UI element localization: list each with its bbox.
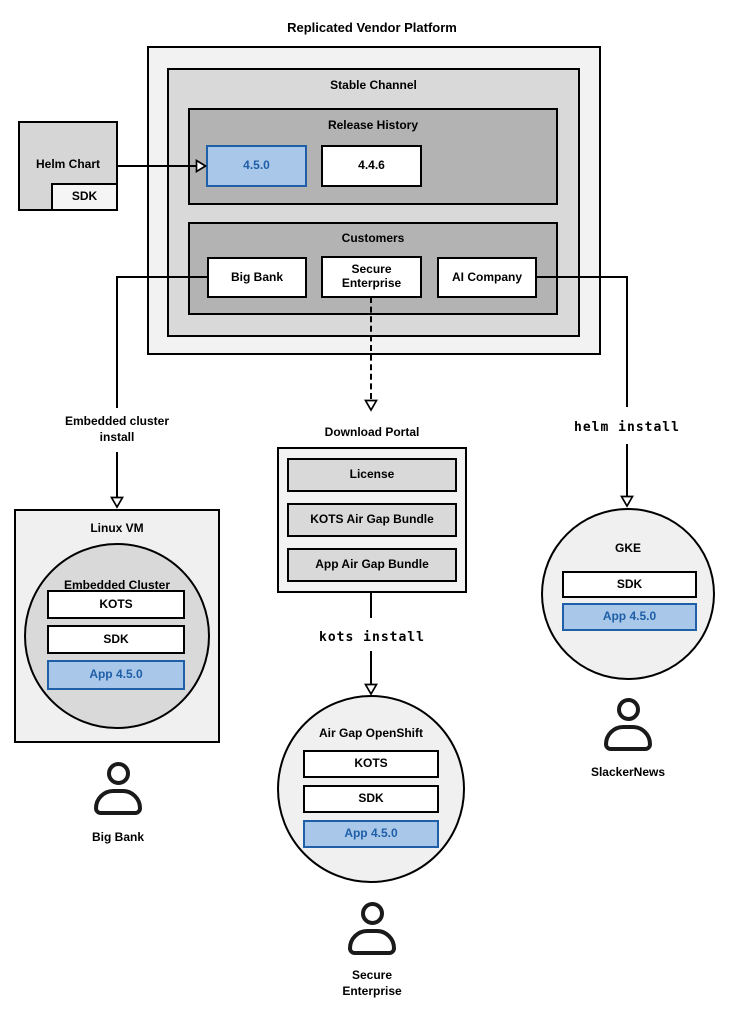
user-head-icon [360,902,384,925]
right-flow-hline [537,276,628,278]
embedded-cluster-kots-box: KOTS [47,590,185,619]
release-446-box: 4.4.6 [321,145,422,187]
customer-big-bank-box: Big Bank [207,257,307,298]
user-head-icon [106,762,130,785]
kots-install-command: kots install [302,629,442,647]
linux-vm-label: Linux VM [90,521,144,535]
embedded-cluster-sdk-box: SDK [47,625,185,654]
download-portal-label: Download Portal [324,425,420,439]
big-bank-user-label: Big Bank [91,830,144,844]
arrowhead-down-icon [110,496,124,509]
customers-label: Customers [341,231,405,245]
user-head-icon [616,698,640,721]
user-icon [94,762,142,815]
user-body-icon [94,789,142,815]
embedded-cluster-app-box: App 4.5.0 [47,660,185,690]
helm-chart-edge [118,165,197,167]
openshift-sdk-box: SDK [303,785,439,813]
right-flow-vline-bottom [626,444,628,497]
diagram-title: Replicated Vendor Platform [287,20,457,35]
gke-app-box: App 4.5.0 [562,603,697,631]
customer-ai-company-box: AI Company [437,257,537,298]
user-icon [348,902,396,955]
arrowhead-down-icon [364,399,378,412]
openshift-app-box: App 4.5.0 [303,820,439,848]
user-body-icon [348,929,396,955]
left-flow-hline [117,276,207,278]
release-history-label: Release History [327,118,419,132]
helm-chart-label: Helm Chart [35,157,100,171]
right-flow-vline-top [626,276,628,407]
arrowhead-right-icon [195,159,207,173]
embedded-cluster-label: Embedded Cluster [63,578,171,592]
slackernews-user-label: SlackerNews [590,765,666,779]
arrowhead-down-icon [620,495,634,508]
left-flow-edge-label: Embedded cluster install [55,413,179,446]
arrowhead-down-icon [364,683,378,696]
helm-chart-sdk-box: SDK [51,183,118,211]
license-box: License [287,458,457,492]
helm-install-command: helm install [557,419,697,437]
user-body-icon [604,725,652,751]
release-450-box: 4.5.0 [206,145,307,187]
customer-secure-enterprise-box: Secure Enterprise [321,256,422,298]
user-icon [604,698,652,751]
openshift-kots-box: KOTS [303,750,439,778]
middle-flow-dashed-line [370,297,372,399]
secure-enterprise-user-label: Secure Enterprise [342,968,402,998]
app-air-gap-bundle-box: App Air Gap Bundle [287,548,457,582]
stable-channel-label: Stable Channel [330,78,417,92]
air-gap-openshift-label: Air Gap OpenShift [318,726,423,740]
left-flow-vline-top [116,276,118,408]
gke-sdk-box: SDK [562,571,697,598]
gke-label: GKE [614,541,641,555]
kots-air-gap-bundle-box: KOTS Air Gap Bundle [287,503,457,537]
middle-flow-vline-bottom [370,651,372,685]
left-flow-vline-bottom [116,452,118,497]
middle-flow-vline-top [370,593,372,618]
